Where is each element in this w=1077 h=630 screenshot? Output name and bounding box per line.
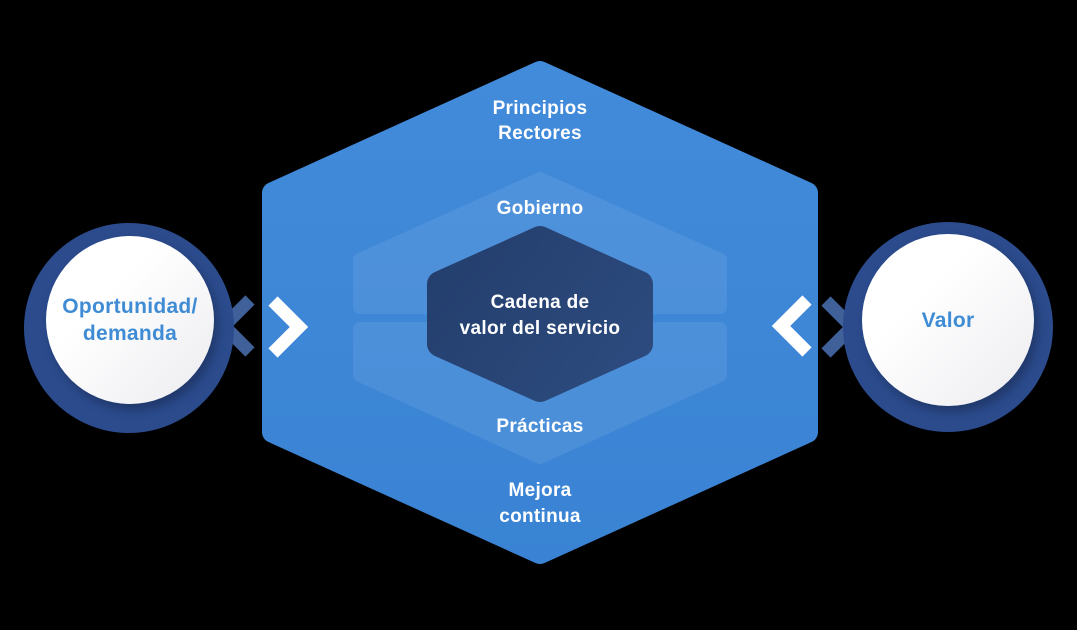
- service-value-chain-label: Cadena de valor del servicio: [459, 292, 621, 339]
- guiding-principles-label: Principios Rectores: [492, 98, 588, 144]
- continual-improvement-label: Mejora continua: [499, 480, 581, 527]
- chevron-right-icon: [268, 296, 309, 358]
- opportunity-demand-circle: Oportunidad/ demanda: [24, 223, 234, 433]
- practices-label: Prácticas: [496, 416, 584, 437]
- value-circle-face: Valor: [862, 234, 1034, 406]
- value-circle: Valor: [843, 222, 1053, 432]
- chevron-left-icon: [771, 295, 812, 357]
- value-label: Valor: [921, 308, 975, 332]
- opportunity-demand-label: Oportunidad/ demanda: [62, 295, 198, 345]
- opportunity-demand-circle-face: Oportunidad/ demanda: [46, 236, 214, 404]
- governance-label: Gobierno: [496, 198, 584, 219]
- service-value-chain-hexagon: [427, 226, 653, 402]
